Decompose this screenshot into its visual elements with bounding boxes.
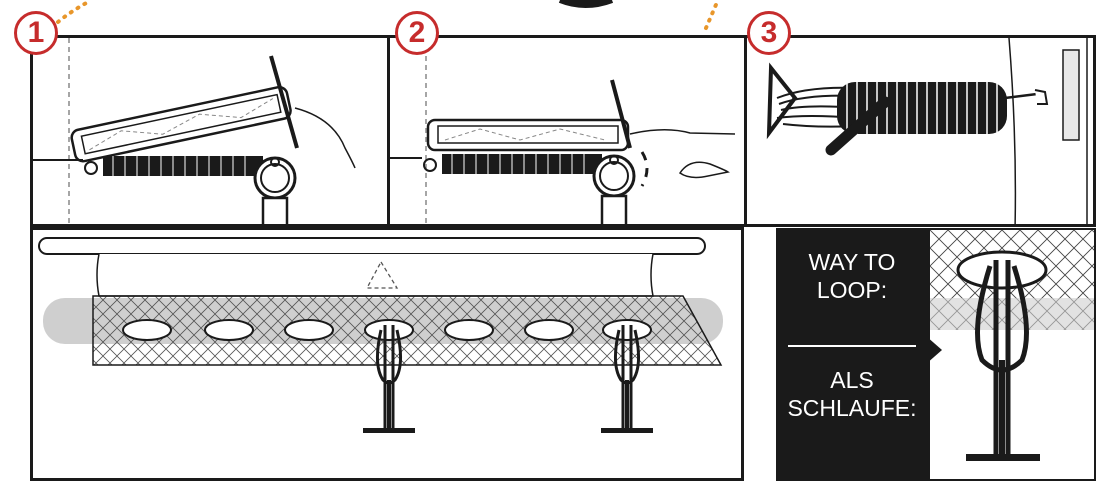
step-3-illustration (766, 38, 1088, 224)
step-badge-1: 1 (14, 11, 58, 55)
step-1-illustration (33, 38, 356, 224)
step-2-panel (387, 35, 747, 227)
step-badge-3: 3 (747, 11, 791, 55)
step-1-panel (30, 35, 390, 227)
step-badge-2: 2 (395, 11, 439, 55)
loop-label-box: WAY TO LOOP: ALS SCHLAUFE: (776, 228, 928, 481)
loop-detail-illustration (930, 230, 1094, 461)
german-label-line-1: ALS (830, 367, 874, 393)
german-label-line-2: SCHLAUFE: (787, 395, 917, 421)
loop-detail-panel (928, 228, 1096, 481)
step-3-panel (744, 35, 1096, 227)
english-label-line-2: LOOP: (816, 277, 888, 303)
label-divider (788, 345, 916, 347)
mat-overview-panel (30, 227, 744, 481)
english-label-line-1: WAY TO (808, 249, 896, 275)
step-2-illustration (390, 38, 736, 224)
mat-overview-illustration (38, 237, 723, 433)
